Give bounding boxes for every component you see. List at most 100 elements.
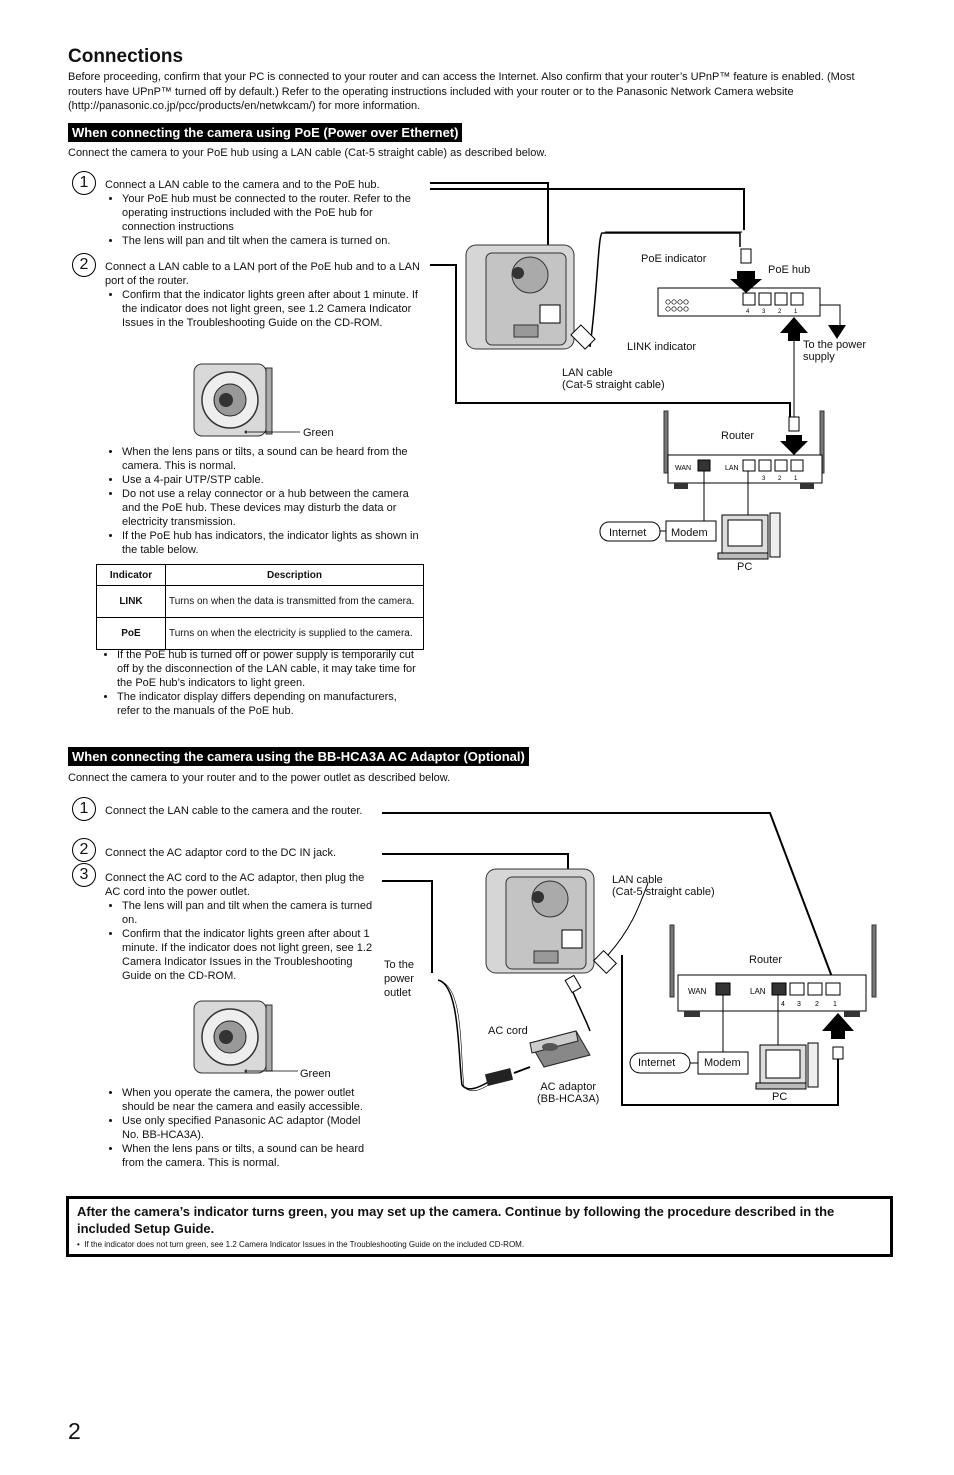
table-cell: Turns on when the electricity is supplie… bbox=[165, 617, 424, 650]
poe-step-2-bullets: Confirm that the indicator lights green … bbox=[105, 288, 423, 330]
ac-step-3-text: Connect the AC cord to the AC adaptor, t… bbox=[105, 872, 365, 898]
camera-front-illustration bbox=[193, 363, 300, 437]
ac-step-2-number: 2 bbox=[72, 838, 96, 862]
router-lan-label: LAN bbox=[725, 465, 739, 472]
ac-modem-label: Modem bbox=[704, 1057, 741, 1069]
arrow-down-icon bbox=[828, 325, 846, 339]
poe-hub: 4 3 2 1 bbox=[657, 287, 821, 317]
poe-lan-cable-label: LAN cable(Cat-5 straight cable) bbox=[562, 367, 665, 391]
ac-adaptor-label: AC adaptor(BB-HCA3A) bbox=[537, 1081, 600, 1105]
ac-adaptor-illustration bbox=[529, 1030, 591, 1068]
poe-router-label: Router bbox=[721, 430, 755, 442]
svg-text:1: 1 bbox=[794, 476, 798, 482]
setup-notice-title: After the camera’s indicator turns green… bbox=[77, 1204, 835, 1236]
svg-text:WAN: WAN bbox=[688, 987, 707, 996]
poe-pc-label: PC bbox=[737, 561, 753, 573]
ac-notes: When you operate the camera, the power o… bbox=[105, 1086, 375, 1170]
ac-subtitle: Connect the camera to your router and to… bbox=[68, 772, 451, 784]
ac-green-label: Green bbox=[300, 1068, 331, 1080]
arrow-up-icon bbox=[780, 317, 808, 341]
list-item: The lens will pan and tilt when the came… bbox=[122, 899, 375, 927]
link-indicator-label: LINK indicator bbox=[627, 341, 697, 353]
list-item: The indicator display differs depending … bbox=[117, 690, 422, 718]
svg-text:1: 1 bbox=[833, 1001, 837, 1008]
ac-step-1-text: Connect the LAN cable to the camera and … bbox=[105, 805, 363, 817]
poe-modem-label: Modem bbox=[671, 527, 708, 539]
list-item: Use only specified Panasonic AC adaptor … bbox=[122, 1114, 375, 1142]
hub-port-label: 4 bbox=[746, 309, 750, 315]
router-2: WAN LAN 4 3 2 1 bbox=[669, 924, 877, 1017]
poe-step-2: Connect a LAN cable to a LAN port of the… bbox=[105, 260, 423, 330]
poe-indicator-label: PoE indicator bbox=[641, 253, 707, 265]
poe-step-1-text: Connect a LAN cable to the camera and to… bbox=[105, 179, 380, 191]
arrow-down-icon bbox=[730, 271, 762, 293]
indicator-table: Indicator Description LINK Turns on when… bbox=[96, 564, 424, 650]
poe-section-heading: When connecting the camera using PoE (Po… bbox=[68, 123, 463, 142]
table-row: PoE Turns on when the electricity is sup… bbox=[96, 617, 424, 650]
table-cell: PoE bbox=[96, 617, 166, 650]
svg-text:3: 3 bbox=[762, 476, 766, 482]
poe-green-label: Green bbox=[303, 427, 334, 439]
poe-subtitle: Connect the camera to your PoE hub using… bbox=[68, 147, 547, 159]
ac-connection-diagram: WAN LAN 4 3 2 1 bbox=[382, 812, 877, 1106]
list-item: Confirm that the indicator lights green … bbox=[122, 288, 423, 330]
poe-step-2-number: 2 bbox=[72, 253, 96, 277]
list-item: Do not use a relay connector or a hub be… bbox=[122, 487, 423, 529]
svg-text:4: 4 bbox=[781, 1001, 785, 1008]
svg-text:LAN: LAN bbox=[750, 987, 766, 996]
svg-text:3: 3 bbox=[797, 1001, 801, 1008]
list-item: Your PoE hub must be connected to the ro… bbox=[122, 192, 423, 234]
page-number: 2 bbox=[68, 1418, 81, 1444]
table-cell: LINK bbox=[96, 585, 166, 618]
list-item: If the PoE hub is turned off or power su… bbox=[117, 648, 422, 690]
list-item: Use a 4-pair UTP/STP cable. bbox=[122, 473, 423, 487]
list-item: When the lens pans or tilts, a sound can… bbox=[122, 445, 423, 473]
ac-step-1-number: 1 bbox=[72, 797, 96, 821]
arrow-up-icon bbox=[822, 1013, 854, 1039]
svg-text:2: 2 bbox=[778, 476, 782, 482]
list-item: When the lens pans or tilts, a sound can… bbox=[122, 1142, 375, 1170]
ac-pc-label: PC bbox=[772, 1091, 788, 1103]
poe-step-1-number: 1 bbox=[72, 171, 96, 195]
ac-step-2-text: Connect the AC adaptor cord to the DC IN… bbox=[105, 847, 337, 859]
table-header: Description bbox=[165, 564, 424, 586]
list-item: Confirm that the indicator lights green … bbox=[122, 927, 375, 983]
setup-notice-note: • If the indicator does not turn green, … bbox=[77, 1240, 525, 1249]
camera-rear-illustration bbox=[465, 244, 596, 350]
poe-step-2-text: Connect a LAN cable to a LAN port of the… bbox=[105, 261, 420, 287]
ac-section-heading: When connecting the camera using the BB-… bbox=[68, 747, 529, 766]
ac-internet-label: Internet bbox=[638, 1057, 676, 1069]
page-title: Connections bbox=[68, 46, 184, 67]
svg-text:2: 2 bbox=[815, 1001, 819, 1008]
ac-step-3: Connect the AC cord to the AC adaptor, t… bbox=[105, 871, 375, 983]
list-item: When you operate the camera, the power o… bbox=[122, 1086, 375, 1114]
poe-internet-label: Internet bbox=[609, 527, 647, 539]
setup-notice-box: After the camera’s indicator turns green… bbox=[66, 1196, 893, 1257]
poe-step-1: Connect a LAN cable to the camera and to… bbox=[105, 178, 423, 248]
table-row: LINK Turns on when the data is transmitt… bbox=[96, 585, 424, 618]
poe-step-1-bullets: Your PoE hub must be connected to the ro… bbox=[105, 192, 423, 248]
hub-port-label: 1 bbox=[794, 309, 798, 315]
router-wan-label: WAN bbox=[675, 465, 691, 472]
poe-connection-diagram: 4 3 2 1 WAN LAN 3 2 1 bbox=[430, 182, 846, 560]
table-cell: Turns on when the data is transmitted fr… bbox=[165, 585, 424, 618]
router: WAN LAN 3 2 1 bbox=[663, 410, 825, 489]
pc-illustration bbox=[717, 512, 781, 560]
ac-cord-label: AC cord bbox=[488, 1025, 528, 1037]
hub-port-label: 3 bbox=[762, 309, 766, 315]
pc-illustration-2 bbox=[755, 1042, 819, 1090]
poe-notes: When the lens pans or tilts, a sound can… bbox=[105, 445, 423, 557]
poe-notes-2: If the PoE hub is turned off or power su… bbox=[100, 648, 422, 718]
arrow-down-icon bbox=[780, 435, 808, 455]
ac-lan-cable-label: LAN cable(Cat-5 straight cable) bbox=[612, 874, 715, 898]
camera-front-illustration-2 bbox=[193, 1000, 298, 1074]
list-item: The lens will pan and tilt when the came… bbox=[122, 234, 423, 248]
hub-port-label: 2 bbox=[778, 309, 782, 315]
camera-rear-illustration-2 bbox=[485, 868, 618, 975]
intro-text: Before proceeding, confirm that your PC … bbox=[68, 71, 855, 112]
ac-step-3-number: 3 bbox=[72, 863, 96, 887]
poe-hub-label: PoE hub bbox=[768, 264, 811, 276]
ac-router-label: Router bbox=[749, 954, 783, 966]
